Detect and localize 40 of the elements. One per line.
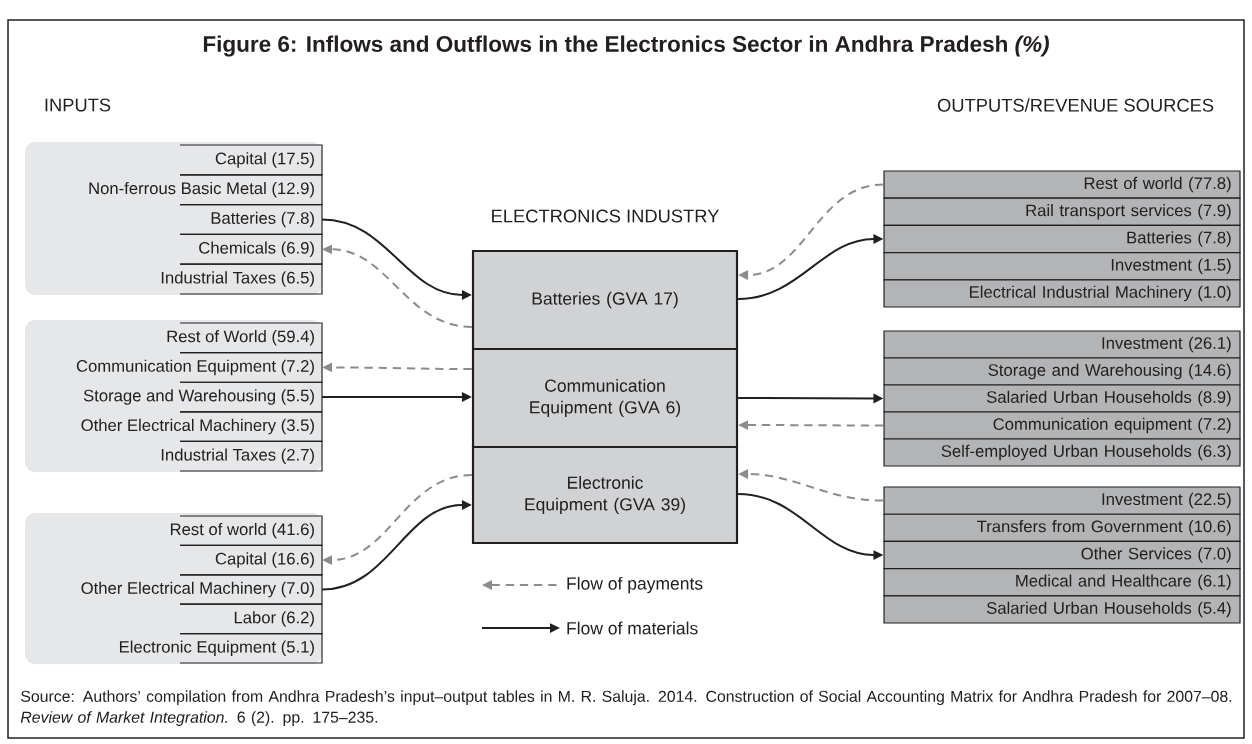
list-row: Communication Equipment (7.2) [76, 352, 323, 383]
list-row: Other Electrical Machinery (3.5) [81, 411, 323, 442]
list-row: Storage and Warehousing (5.5) [83, 381, 323, 413]
source-note: Source: Authors’ compilation from Andhra Pradesh’s input–output tables in M. R. Saluja. 2014. Construction of Social Accounting Matrix for Andhra Pradesh for 2007–08. Review of Market Integration. 6 (2). pp. 175–235. [20, 690, 1232, 726]
list-row: Industrial Taxes (2.7) [161, 440, 323, 472]
list-row: Self-employed Urban Households (6.3) [883, 438, 1241, 467]
legend-text: Flow of materials [567, 621, 698, 635]
section-heading: INPUTS [45, 98, 111, 112]
list-row: Investment (22.5) [883, 486, 1241, 515]
list-row: Batteries (7.8) [179, 204, 323, 235]
list-row: Salaried Urban Households (8.9) [883, 384, 1241, 413]
legend-text: Flow of payments [567, 576, 703, 594]
section-heading: OUTPUTS/REVENUE SOURCES [937, 98, 1214, 112]
list-row: Non-ferrous Basic Metal (12.9) [89, 174, 323, 206]
sector-box: Communication Equipment (GVA 6) [471, 347, 739, 449]
list-row: Labor (6.2) [179, 603, 323, 635]
list-row: Capital (17.5) [179, 144, 323, 176]
sector-box: Electronic Equipment (GVA 39) [471, 445, 739, 545]
section-heading: ELECTRONICS INDUSTRY [492, 209, 719, 223]
list-row: Salaried Urban Households (5.4) [883, 595, 1241, 624]
list-row: Rest of World (59.4) [167, 322, 323, 354]
list-row: Other Electrical Machinery (7.0) [81, 574, 323, 605]
list-row: Chemicals (6.9) [179, 233, 323, 265]
list-row: Communication equipment (7.2) [883, 411, 1241, 440]
list-row: Other Services (7.0) [883, 540, 1241, 570]
list-row: Storage and Warehousing (14.6) [883, 357, 1241, 386]
list-row: Investment (26.1) [883, 330, 1241, 359]
list-row: Rest of world (41.6) [170, 515, 323, 546]
list-row: Electronic Equipment (5.1) [120, 633, 323, 664]
list-row: Industrial Taxes (6.5) [161, 263, 323, 295]
list-row: Transfers from Government (10.6) [883, 513, 1241, 542]
list-row: Batteries (7.8) [883, 224, 1241, 254]
list-row: Rail transport services (7.9) [883, 197, 1241, 226]
figure-title: Figure 6: Inflows and Outflows in the Electronics Sector in Andhra Pradesh (%) [203, 35, 1049, 57]
sector-box: Batteries (GVA 17) [471, 249, 739, 351]
list-row: Medical and Healthcare (6.1) [883, 568, 1241, 597]
list-row: Investment (1.5) [883, 252, 1241, 281]
list-row: Electrical Industrial Machinery (1.0) [883, 279, 1241, 308]
list-row: Capital (16.6) [179, 544, 323, 576]
list-row: Rest of world (77.8) [883, 170, 1241, 199]
